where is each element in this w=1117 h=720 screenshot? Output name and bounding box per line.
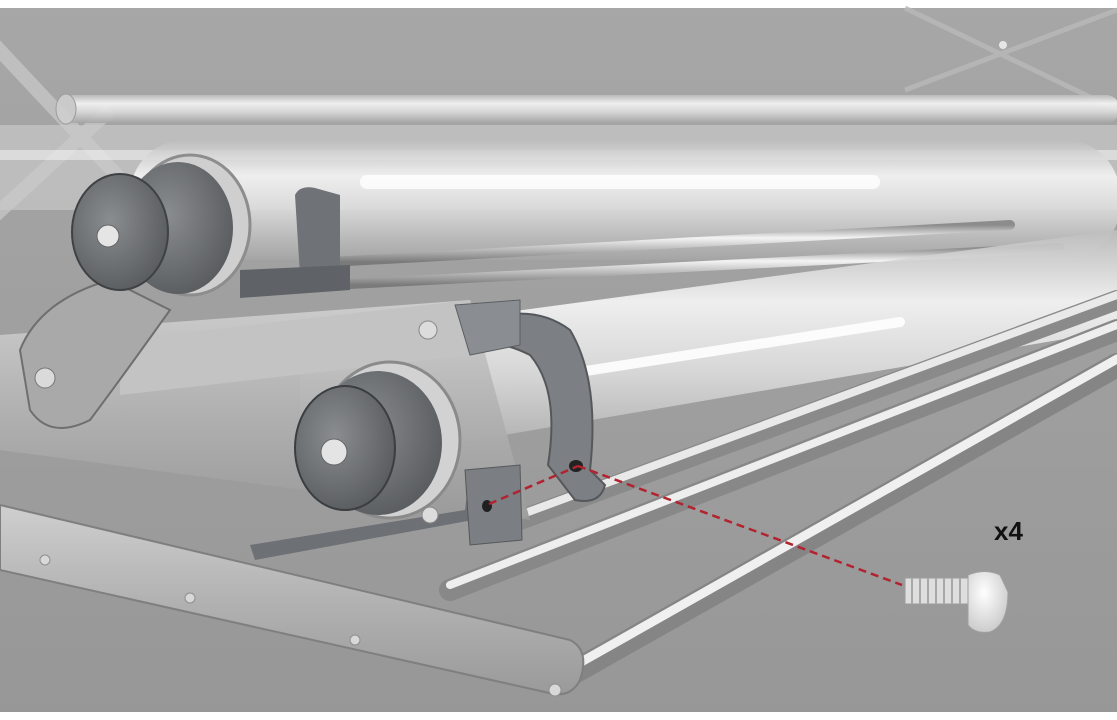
quantity-label: x4	[994, 516, 1023, 546]
thumb-screw-part	[904, 571, 1009, 633]
lower-end-cap	[294, 360, 462, 520]
callout-dashed-line	[488, 464, 903, 587]
upper-end-cap	[71, 153, 252, 297]
